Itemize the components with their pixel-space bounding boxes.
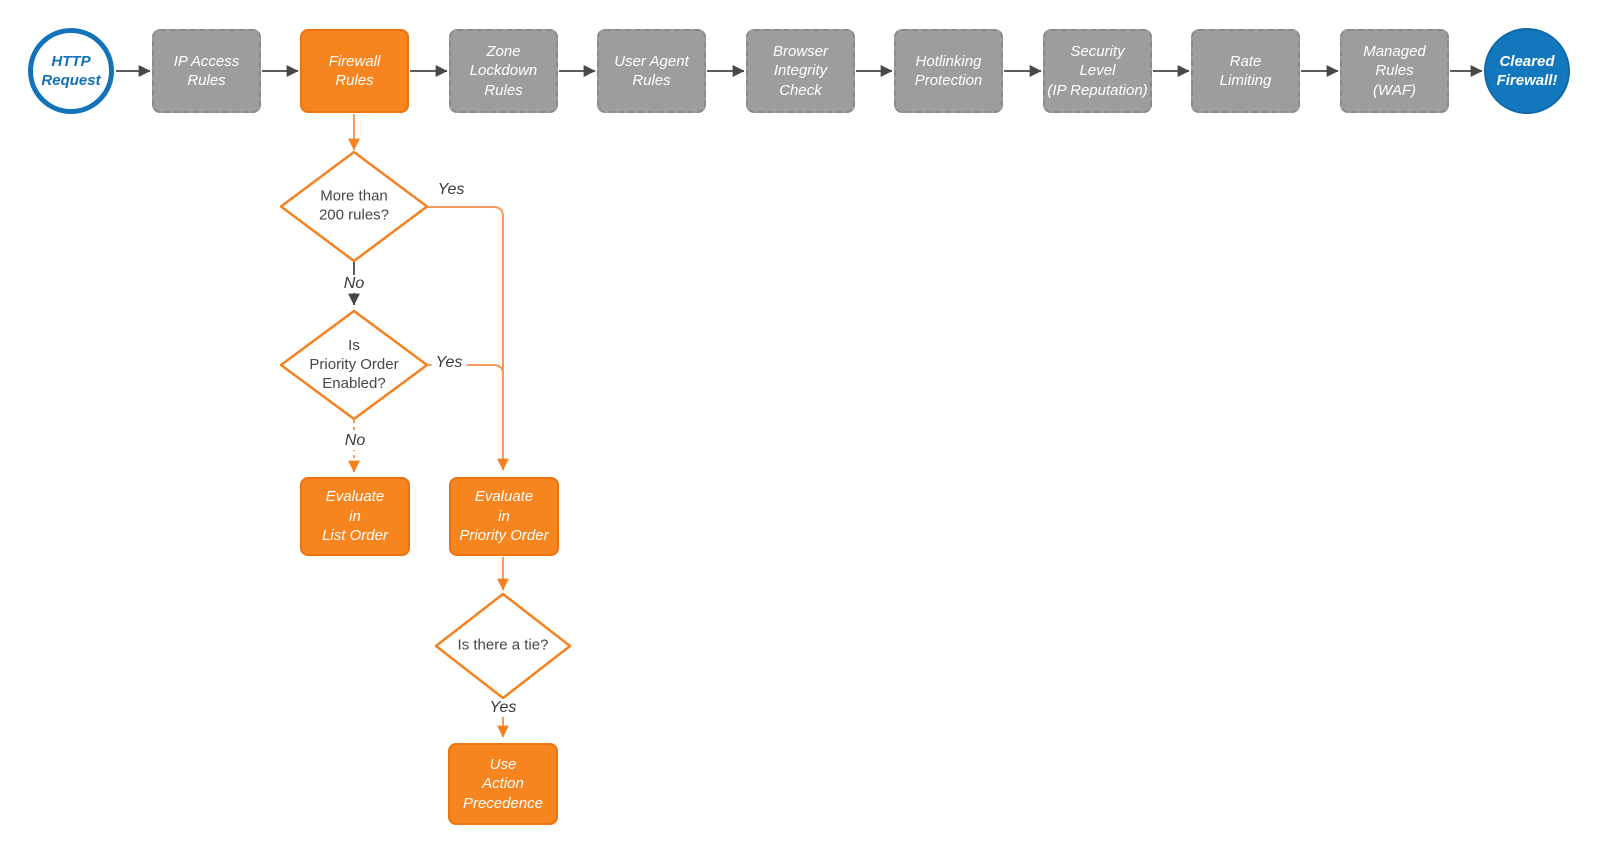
node-browser-integrity-check: Browser Integrity Check: [746, 29, 855, 113]
start-node-http-request: HTTP Request: [28, 28, 114, 114]
edge-label-no-priority: No: [340, 432, 370, 450]
edge-label-yes-tie: Yes: [485, 699, 521, 717]
node-zone-lockdown-rules: Zone Lockdown Rules: [449, 29, 558, 113]
node-managed-rules-waf: Managed Rules (WAF): [1340, 29, 1449, 113]
node-evaluate-in-priority-order: Evaluate in Priority Order: [449, 477, 559, 556]
decision-label-more-than-200-rules: More than 200 rules?: [318, 187, 390, 223]
decision-diamond-is-there-a-tie: [434, 592, 572, 700]
end-node-cleared-firewall: Cleared Firewall!: [1484, 28, 1570, 114]
node-use-action-precedence: Use Action Precedence: [448, 743, 558, 825]
node-firewall-rules: Firewall Rules: [300, 29, 409, 113]
node-security-level: Security Level (IP Reputation): [1043, 29, 1152, 113]
edge-yes-priority: [427, 364, 504, 375]
node-user-agent-rules: User Agent Rules: [597, 29, 706, 113]
node-ip-access-rules: IP Access Rules: [152, 29, 261, 113]
edge-yes-200: [427, 206, 509, 471]
node-evaluate-in-list-order: Evaluate in List Order: [300, 477, 410, 556]
edge-label-yes-200: Yes: [433, 181, 469, 199]
decision-diamond-priority-order-enabled: [279, 309, 429, 421]
decision-diamond-more-than-200-rules: [279, 150, 429, 263]
node-rate-limiting: Rate Limiting: [1191, 29, 1300, 113]
node-hotlinking-protection: Hotlinking Protection: [894, 29, 1003, 113]
decision-label-priority-order-enabled: Is Priority Order Enabled?: [309, 336, 399, 392]
decision-label-is-there-a-tie: Is there a tie?: [457, 636, 549, 654]
edge-label-yes-priority: Yes: [431, 354, 467, 372]
edge-label-no-200: No: [339, 275, 369, 293]
